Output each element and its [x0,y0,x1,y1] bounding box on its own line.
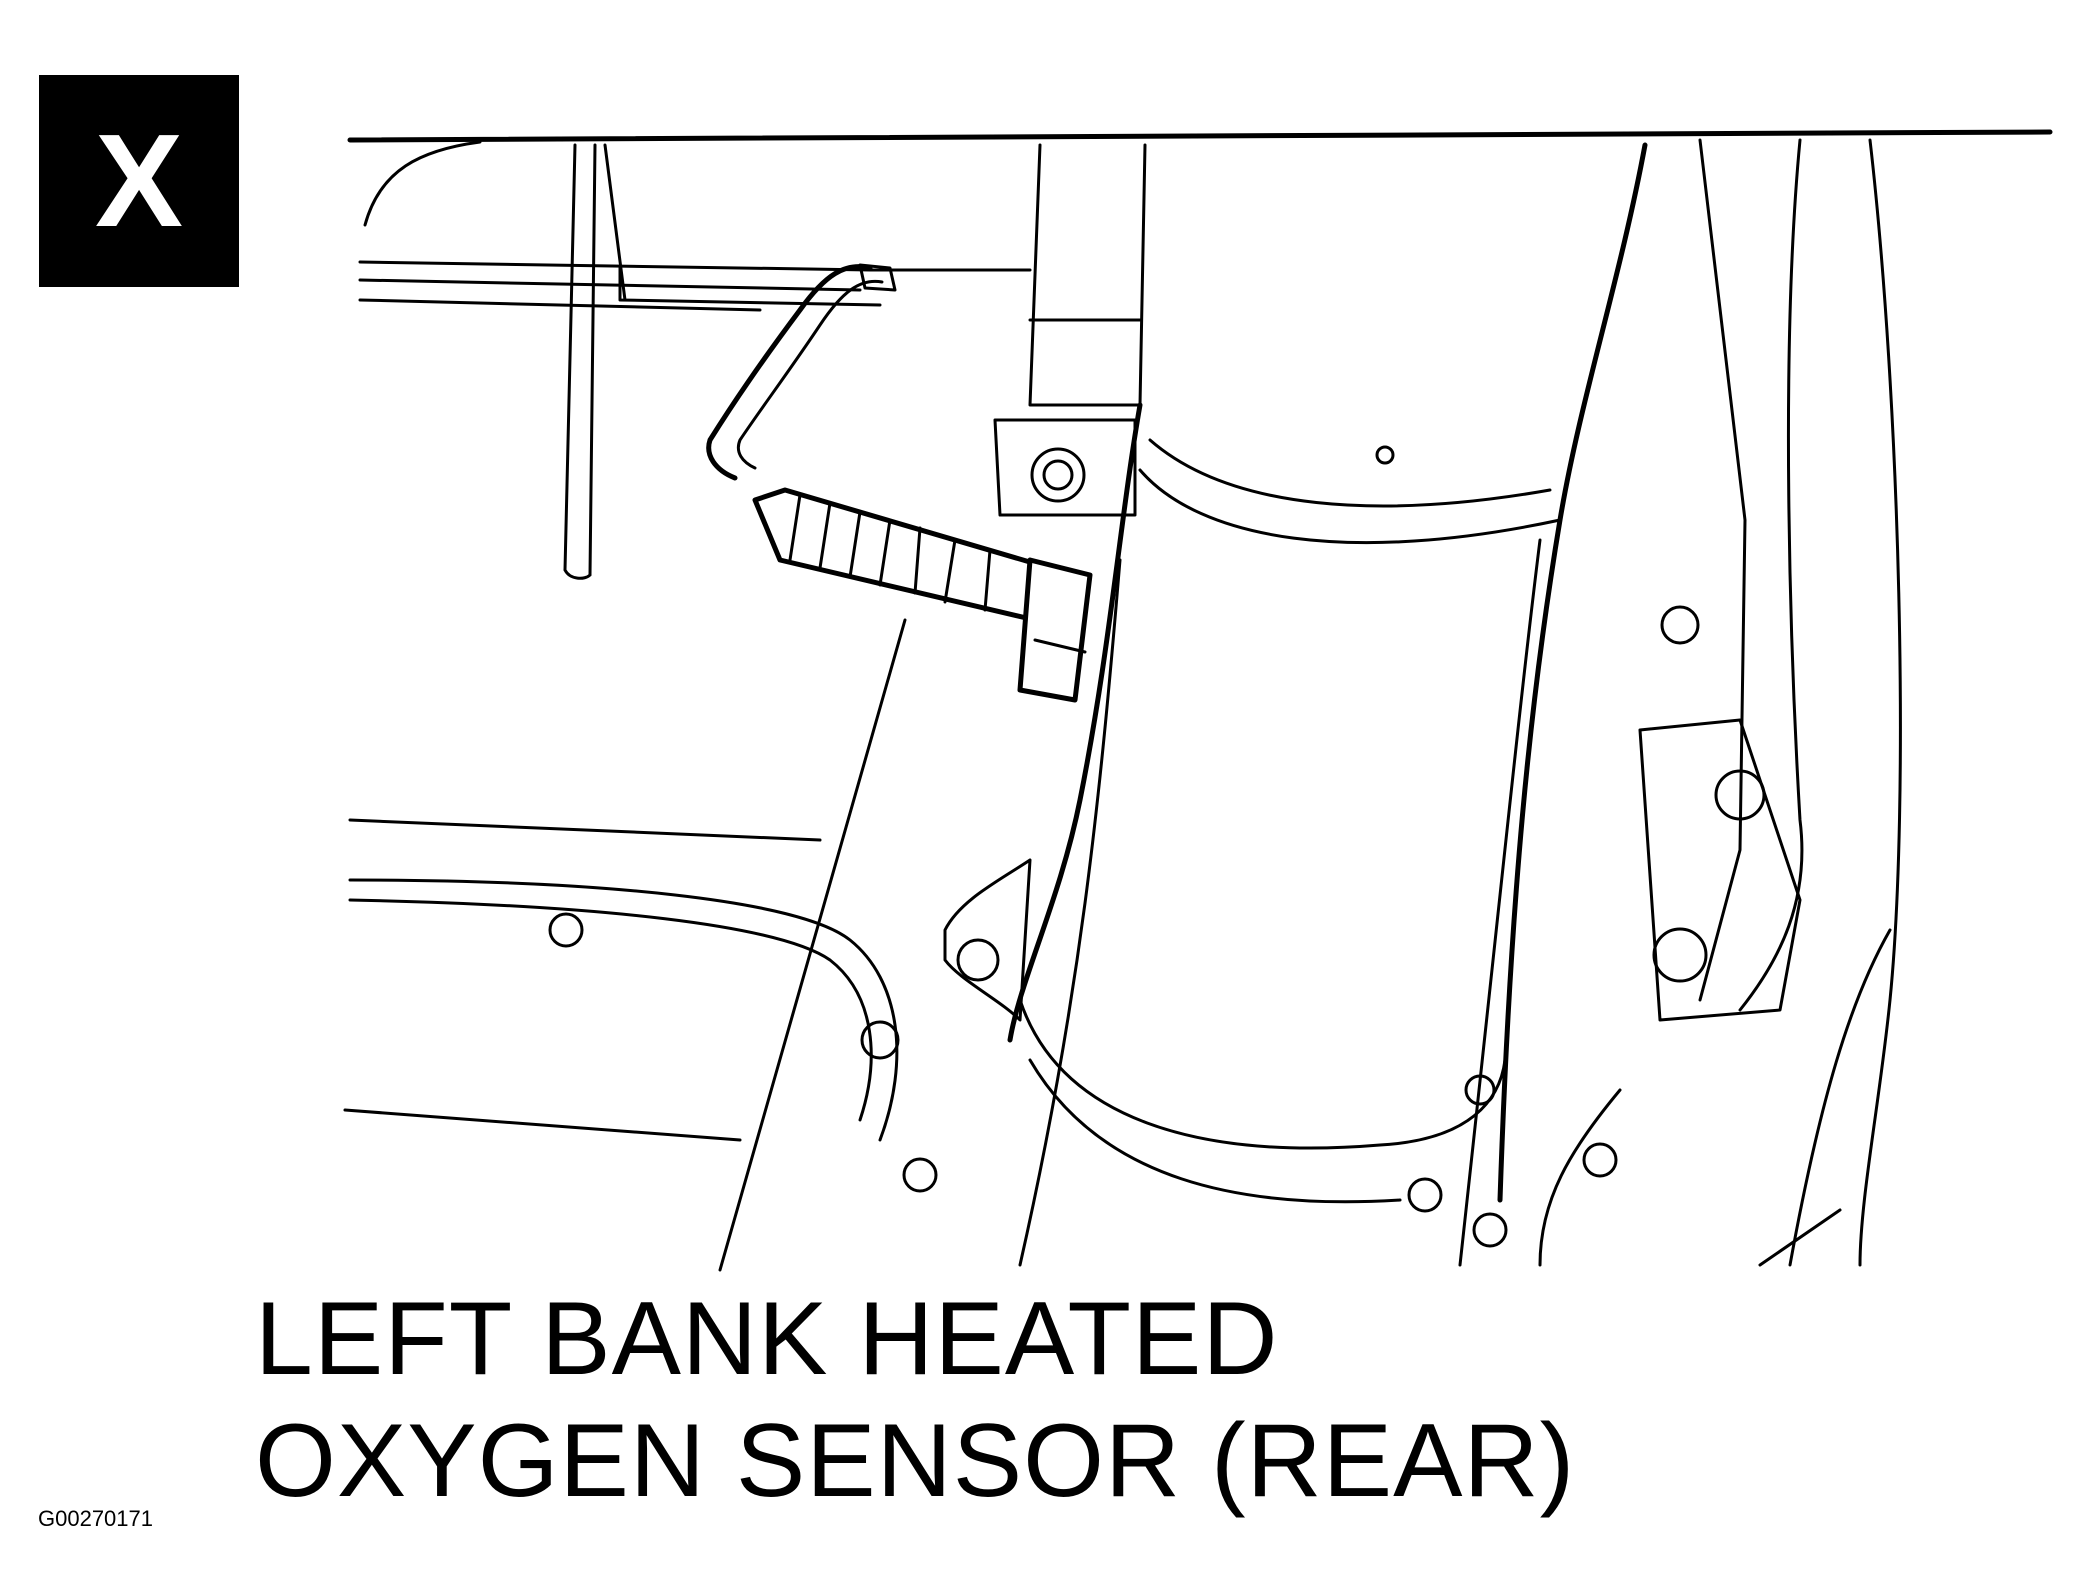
centre-bolt-6 [1582,1142,1618,1178]
view-letter-badge: X [39,75,239,287]
lower-centre-bracket [943,858,1032,1022]
figure-caption: LEFT BANK HEATED OXYGEN SENSOR (REAR) [255,1278,1575,1522]
sensor-wire [706,264,873,481]
figure-id: G00270171 [38,1506,153,1531]
leader-line [718,618,907,1272]
pipe-collar-inner [1028,1058,1402,1204]
wire-clip [858,263,897,292]
frame-rail-1 [358,260,1032,272]
centre-bolt-1 [956,938,1000,982]
lower-right-rail-3 [1788,928,1892,1267]
heat-shield-post [1028,143,1147,407]
centre-bolt-5 [1464,1074,1496,1106]
lower-left-rail-2 [348,878,899,1142]
underbody-edge [347,129,2053,143]
right-bracket [1698,138,1747,1002]
converter-left-edge [1007,402,1143,1043]
flange-bolt-3 [1660,605,1700,645]
mounting-bolt [1030,447,1086,503]
flange-bolt-2 [1652,927,1708,983]
left-flange-bolt-1 [548,912,584,948]
converter-rim-inner [1148,438,1552,508]
mounting-bolt-inner [1042,459,1074,491]
caption-line-1: LEFT BANK HEATED [255,1281,1279,1397]
lower-left-rail-1 [348,818,822,842]
frame-rail-2 [358,278,862,292]
lower-right-rail-2 [1538,1088,1622,1267]
converter-right-edge [1497,142,1648,1203]
pipe-collar [1018,998,1507,1150]
centre-bolt-3 [1407,1177,1443,1213]
pipe-left [1018,558,1122,1267]
frame-rail-3 [358,298,762,312]
centre-bolt-4 [1472,1212,1508,1248]
right-flange [1638,718,1802,1022]
flange-bolt-1 [1714,769,1766,821]
oxygen-sensor [752,487,1093,703]
view-letter: X [94,107,184,254]
centre-bolt-2 [902,1157,938,1193]
sensor-wire-inner [736,279,884,470]
lower-left-rail-3 [348,898,873,1122]
converter-dimple [1375,445,1395,465]
hanger-bracket [563,143,597,580]
caption-line-2: OXYGEN SENSOR (REAR) [255,1403,1576,1519]
converter-rim [1138,468,1562,545]
lower-left-rail-4 [343,1108,742,1142]
pipe-right [1458,538,1542,1267]
left-flange-bolt-2 [860,1020,900,1060]
hanger-bracket-side [603,143,627,302]
lower-right-rail-1 [1758,1208,1842,1267]
right-frame-line [1858,138,1902,1267]
underbody-curve [363,140,482,227]
right-bracket-2 [1738,138,1804,1012]
mounting-plate [993,418,1137,517]
frame-rail-4 [618,266,882,307]
